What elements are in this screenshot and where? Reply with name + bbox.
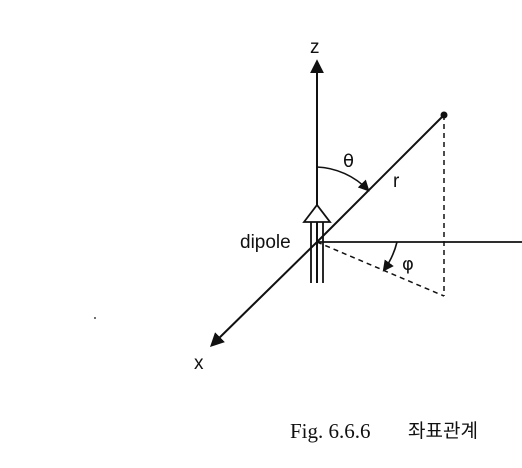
x-axis-label: x — [194, 353, 204, 374]
x-axis-line — [210, 241, 318, 347]
stray-dot — [94, 317, 96, 319]
z-axis-label: z — [310, 37, 320, 58]
radius-line — [316, 114, 445, 243]
dipole-arrow-head — [302, 203, 332, 223]
figure-number: Fig. 6.6.6 — [290, 419, 371, 443]
theta-arc — [316, 166, 370, 192]
r-label: r — [393, 171, 400, 192]
dipole-label: dipole — [240, 232, 291, 253]
phi-arc — [382, 241, 398, 272]
phi-label: φ — [402, 254, 414, 275]
theta-label: θ — [343, 151, 354, 172]
horizontal-projection-line — [316, 241, 445, 297]
figure-title: 좌표관계 — [408, 420, 478, 442]
